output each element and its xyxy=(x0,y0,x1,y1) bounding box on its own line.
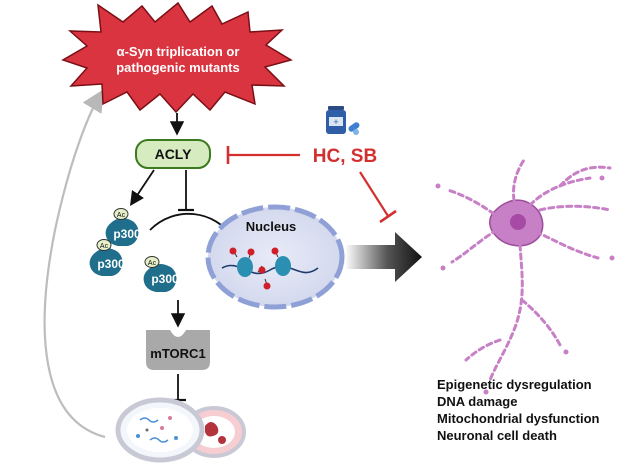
mtorc1-blunt-line xyxy=(170,374,186,402)
p300-label: p300 xyxy=(97,257,125,271)
acetyl-label: Ac xyxy=(100,243,109,250)
alpha-syn-trigger-burst: α-Syn triplication or pathogenic mutants xyxy=(61,1,293,114)
p300-protein: p300 Ac xyxy=(105,208,141,246)
p300-label: p300 xyxy=(113,227,141,241)
outcome-item: Mitochondrial dysfunction xyxy=(437,411,600,426)
outcomes-list: Epigenetic dysregulation DNA damage Mito… xyxy=(437,377,600,443)
mtorc1-node: mTORC1 xyxy=(146,330,210,370)
inhibition-to-neurodegeneration xyxy=(359,171,397,224)
outcome-item: Neuronal cell death xyxy=(437,428,557,443)
degenerating-neuron-icon xyxy=(435,158,615,395)
mtorc1-label: mTORC1 xyxy=(150,346,205,361)
p300-protein: p300 Ac xyxy=(143,256,179,292)
acetyl-label: Ac xyxy=(148,260,157,267)
acly-label: ACLY xyxy=(155,146,192,162)
trigger-line-2: pathogenic mutants xyxy=(116,60,240,75)
trigger-line-1: α-Syn triplication or xyxy=(117,44,240,59)
big-progression-arrow xyxy=(345,232,422,282)
nucleus-label: Nucleus xyxy=(246,219,297,234)
outcome-item: Epigenetic dysregulation xyxy=(437,377,592,392)
p300-protein: p300 Ac xyxy=(89,239,125,276)
outcome-item: DNA damage xyxy=(437,394,517,409)
svg-text:+: + xyxy=(333,117,338,127)
autolysosome-icon xyxy=(115,397,246,463)
pill-bottle-icon: + xyxy=(326,106,360,135)
feedback-arrow xyxy=(43,89,106,439)
acly-blunt-line xyxy=(178,170,194,212)
acetyl-label: Ac xyxy=(117,212,126,219)
acly-node: ACLY xyxy=(135,139,211,169)
inhibitor-label: HC, SB xyxy=(313,146,377,167)
p300-label: p300 xyxy=(151,272,179,286)
arrow-acly-to-p300 xyxy=(130,169,155,206)
inhibition-to-acly xyxy=(226,146,300,164)
nucleus: Nucleus xyxy=(205,204,345,310)
